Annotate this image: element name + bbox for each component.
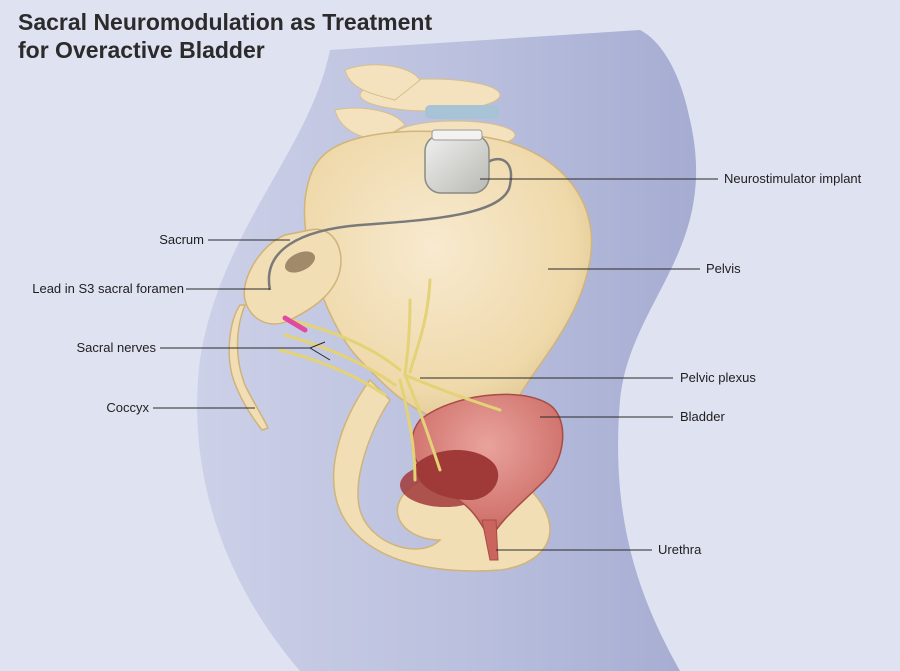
coccyx-bone [228, 304, 270, 431]
sacral-nerve-bundle [278, 278, 502, 482]
lumbar-spine [334, 64, 516, 150]
label-coccyx: Coccyx [106, 400, 149, 415]
label-lead: Lead in S3 sacral foramen [32, 281, 184, 296]
label-sacrum: Sacrum [159, 232, 204, 247]
title-line-1: Sacral Neuromodulation as Treatment [18, 9, 433, 35]
label-sacral-nerves: Sacral nerves [76, 340, 156, 355]
leader-lines [153, 178, 718, 551]
lead-wire [267, 157, 513, 291]
title-line-2: for Overactive Bladder [18, 37, 265, 63]
label-pelvic-plexus: Pelvic plexus [680, 370, 756, 385]
page-title: Sacral Neuromodulation as Treatment for … [18, 8, 432, 64]
neurostimulator-device [424, 129, 490, 194]
urethra-tube [481, 519, 499, 561]
lead-tip-marker [282, 315, 308, 333]
label-pelvis: Pelvis [706, 261, 741, 276]
bladder-opening [415, 450, 499, 500]
label-urethra: Urethra [658, 542, 702, 557]
label-neurostimulator: Neurostimulator implant [724, 171, 862, 186]
label-bladder: Bladder [680, 409, 725, 424]
